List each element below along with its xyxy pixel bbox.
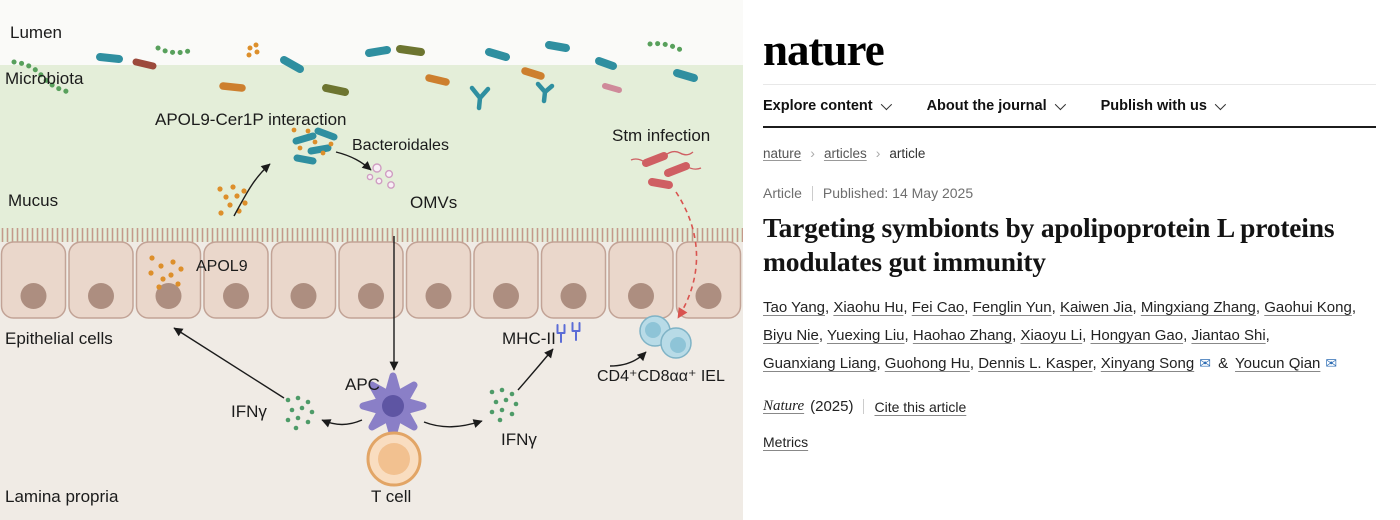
chevron-right-icon: › <box>810 145 815 161</box>
label-ifng-left: IFNγ <box>231 402 267 421</box>
nature-logo[interactable]: nature <box>763 25 885 75</box>
logo-row: nature <box>763 0 1376 85</box>
label-mucus: Mucus <box>8 191 58 210</box>
label-lamina-propria: Lamina propria <box>5 487 119 506</box>
author-link[interactable]: Hongyan Gao <box>1090 326 1184 344</box>
label-epithelial-cells: Epithelial cells <box>5 329 113 348</box>
author-link[interactable]: Jiantao Shi <box>1191 326 1266 344</box>
epithelium <box>0 241 742 319</box>
nav-publish-with-us[interactable]: Publish with us <box>1100 98 1227 114</box>
envelope-icon[interactable]: ✉ <box>1325 354 1338 371</box>
publication-year: (2025) <box>810 398 854 416</box>
label-ifng-right: IFNγ <box>501 430 537 449</box>
author-link[interactable]: Xiaoyu Li <box>1020 326 1083 344</box>
label-microbiota: Microbiota <box>5 69 84 88</box>
label-iel: CD4⁺CD8αα⁺ IEL <box>597 368 725 385</box>
label-t-cell: T cell <box>371 487 411 506</box>
label-mhc2: MHC-II <box>502 329 556 348</box>
chevron-down-icon <box>880 98 892 111</box>
chevron-right-icon: › <box>875 145 881 161</box>
figure-labels: Lumen Microbiota APOL9-Cer1P interaction… <box>5 23 725 506</box>
antibody-shape-icon <box>469 81 555 111</box>
iel-cells <box>639 315 692 359</box>
journal-link[interactable]: Nature <box>763 398 805 415</box>
microbiota-bacteria <box>11 41 698 111</box>
author-link[interactable]: Gaohui Kong <box>1264 299 1352 317</box>
author-link[interactable]: Xiaohu Hu <box>833 299 904 317</box>
label-apol9: APOL9 <box>196 258 248 275</box>
author-conjunction: & <box>1218 354 1229 372</box>
label-stm-infection: Stm infection <box>612 126 710 145</box>
divider <box>811 185 813 201</box>
omv-vesicles <box>366 163 395 189</box>
metrics-link[interactable]: Metrics <box>763 434 809 451</box>
author-link[interactable]: Fei Cao <box>911 299 965 317</box>
bacteroidales-cluster <box>291 127 338 165</box>
label-bacteroidales: Bacteroidales <box>352 137 449 154</box>
t-cell <box>366 431 422 487</box>
brush-border <box>0 228 743 242</box>
nav-label: Explore content <box>763 98 873 114</box>
nav-label: Publish with us <box>1100 98 1207 114</box>
chevron-down-icon <box>1214 98 1227 111</box>
figure-svg: Lumen Microbiota APOL9-Cer1P interaction… <box>0 23 743 520</box>
author-link[interactable]: Guanxiang Liang <box>763 354 877 372</box>
nav-label: About the journal <box>926 98 1047 114</box>
author-link[interactable]: Yuexing Liu <box>826 326 905 344</box>
mhc2-molecules <box>556 322 581 343</box>
author-link[interactable]: Kaiwen Jia <box>1059 299 1133 317</box>
article-meta: Article Published: 14 May 2025 <box>763 185 1376 201</box>
author-list: Tao Yang, Xiaohu Hu, Fei Cao, Fenglin Yu… <box>763 299 1356 372</box>
label-apol9-cer1p: APOL9-Cer1P interaction <box>155 110 347 129</box>
author-link[interactable]: Haohao Zhang <box>912 326 1013 344</box>
mucus-band <box>0 65 743 242</box>
breadcrumb: nature › articles › article <box>763 145 1376 161</box>
stm-bacteria <box>630 150 702 189</box>
author-link[interactable]: Biyu Nie <box>763 326 819 344</box>
author-link[interactable]: Fenglin Yun <box>972 299 1052 317</box>
cite-this-article-link[interactable]: Cite this article <box>874 398 967 415</box>
nav-about-the-journal[interactable]: About the journal <box>926 98 1066 114</box>
citation-row: Nature (2025) Cite this article <box>763 398 1376 415</box>
metrics-row: Metrics <box>763 434 1376 452</box>
published-date: Published: 14 May 2025 <box>822 185 974 201</box>
author-link[interactable]: Dennis L. Kasper <box>978 354 1093 372</box>
stm-infection-arrow <box>675 191 698 319</box>
breadcrumb-nature[interactable]: nature <box>763 145 802 161</box>
author-link[interactable]: Tao Yang <box>763 299 825 317</box>
breadcrumb-article: article <box>889 145 926 161</box>
label-lumen: Lumen <box>10 23 62 42</box>
article-type: Article <box>763 185 802 201</box>
ifng-dots-left <box>285 395 315 431</box>
ifng-dots-right <box>489 387 519 423</box>
gut-immunity-figure: Lumen Microbiota APOL9-Cer1P interaction… <box>0 23 743 520</box>
author-link[interactable]: Mingxiang Zhang <box>1140 299 1256 317</box>
main-nav: Explore content About the journal Publis… <box>763 85 1376 128</box>
breadcrumb-articles[interactable]: articles <box>823 145 867 161</box>
author-link[interactable]: Guohong Hu <box>884 354 970 372</box>
apol9-dots-mid <box>217 184 248 216</box>
divider <box>863 399 865 415</box>
apol9-dots-low <box>148 255 184 290</box>
label-omvs: OMVs <box>410 193 457 212</box>
nature-article-panel: nature Explore content About the journal… <box>743 0 1400 520</box>
author-link[interactable]: Youcun Qian <box>1235 354 1321 372</box>
chevron-down-icon <box>1054 98 1066 111</box>
page-title: Targeting symbionts by apolipoprotein L … <box>763 212 1335 278</box>
author-link[interactable]: Xinyang Song <box>1100 354 1195 372</box>
signal-arrows <box>173 151 647 428</box>
label-apc: APC <box>345 375 380 394</box>
nav-explore-content[interactable]: Explore content <box>763 98 892 114</box>
envelope-icon[interactable]: ✉ <box>1199 354 1211 371</box>
